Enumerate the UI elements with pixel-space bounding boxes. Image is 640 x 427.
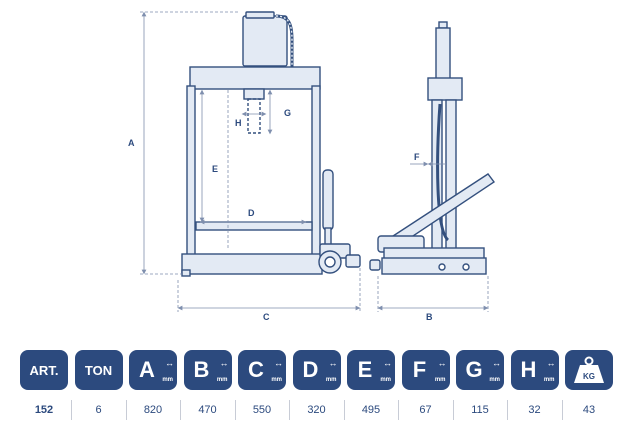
spec-separator bbox=[180, 400, 181, 420]
spec-header-letter: F bbox=[412, 357, 427, 382]
spec-separator bbox=[507, 400, 508, 420]
dim-label-e: E bbox=[212, 164, 218, 174]
spec-header-h: H ↔ mm bbox=[510, 350, 559, 390]
dim-label-h: H bbox=[235, 118, 242, 128]
spec-header-e: E ↔ mm bbox=[347, 350, 395, 390]
spec-unit: mm bbox=[216, 377, 228, 383]
spec-header-c: C ↔ mm bbox=[238, 350, 286, 390]
dim-label-b: B bbox=[426, 312, 433, 322]
spec-header-ton: TON bbox=[74, 350, 123, 390]
spec-unit: mm bbox=[434, 377, 446, 383]
dimension-arrows-icon: ↔ bbox=[437, 358, 447, 368]
spec-header-f: F ↔ mm bbox=[401, 350, 450, 390]
spec-header-letter: B bbox=[193, 357, 210, 382]
spec-unit: mm bbox=[543, 377, 555, 383]
side-dimension-lines bbox=[377, 161, 489, 312]
spec-header-text: TON bbox=[84, 362, 113, 378]
spec-value-c: 550 bbox=[252, 404, 272, 416]
spec-header-a: A ↔ mm bbox=[129, 350, 177, 390]
spec-header-letter: A bbox=[139, 357, 155, 382]
spec-value-e: 495 bbox=[361, 404, 381, 416]
spec-unit: mm bbox=[162, 377, 173, 383]
dimension-arrows-icon: ↔ bbox=[492, 358, 501, 368]
spec-unit: mm bbox=[325, 377, 337, 383]
spec-separator bbox=[343, 400, 345, 420]
spec-header-g: G ↔ mm bbox=[456, 350, 504, 390]
front-dimension-lines bbox=[140, 11, 361, 312]
spec-unit: mm bbox=[271, 377, 282, 383]
spec-separator bbox=[289, 400, 290, 420]
spec-header-letter: E bbox=[357, 357, 373, 382]
dim-label-c: C bbox=[263, 312, 270, 322]
spec-separator bbox=[561, 400, 563, 420]
dim-label-f: F bbox=[414, 152, 420, 162]
spec-value-d: 320 bbox=[307, 404, 326, 416]
spec-header-letter: D bbox=[302, 357, 319, 382]
spec-value-g: 115 bbox=[471, 404, 489, 416]
spec-separator bbox=[452, 400, 454, 420]
spec-unit: mm bbox=[489, 377, 500, 383]
spec-header-letter: G bbox=[465, 357, 483, 382]
spec-header-letter: C bbox=[248, 357, 264, 382]
spec-separator bbox=[125, 400, 127, 420]
spec-bar: ART. 152 TON 6 A ↔ mm 820 B ↔ mm 470 C ↔ mm 550 D ↔ mm 320 E… bbox=[0, 340, 640, 427]
dimension-arrows-icon: ↔ bbox=[274, 358, 283, 368]
dimension-arrows-icon: ↔ bbox=[328, 358, 338, 368]
spec-header-d: D ↔ mm bbox=[292, 350, 341, 390]
spec-header-art: ART. bbox=[20, 350, 68, 390]
spec-value-art: 152 bbox=[34, 404, 54, 416]
spec-header-kg: KG bbox=[565, 350, 613, 390]
press-technical-drawing: A C D E G H B F bbox=[128, 11, 496, 322]
dimension-arrows-icon: ↔ bbox=[165, 358, 174, 368]
spec-value-f: 67 bbox=[419, 404, 432, 416]
front-view bbox=[181, 11, 361, 277]
spec-value-ton: 6 bbox=[95, 404, 102, 416]
spec-separator bbox=[398, 400, 399, 420]
dimension-arrows-icon: ↔ bbox=[383, 358, 392, 368]
spec-value-h: 32 bbox=[528, 404, 541, 416]
dimension-arrows-icon: ↔ bbox=[219, 358, 229, 368]
spec-header-text: KG bbox=[583, 372, 595, 381]
spec-value-kg: 43 bbox=[582, 404, 596, 416]
dim-label-d: D bbox=[248, 208, 255, 218]
spec-header-text: ART. bbox=[29, 362, 59, 378]
spec-header-b: B ↔ mm bbox=[183, 350, 232, 390]
dim-label-a: A bbox=[128, 138, 135, 148]
weight-icon: KG bbox=[574, 356, 604, 383]
spec-value-b: 470 bbox=[198, 404, 217, 416]
spec-separator bbox=[234, 400, 236, 420]
side-view bbox=[369, 21, 496, 275]
spec-unit: mm bbox=[380, 377, 391, 383]
spec-header-letter: H bbox=[520, 357, 537, 382]
spec-separator bbox=[71, 400, 72, 420]
spec-value-a: 820 bbox=[143, 404, 163, 416]
dimension-arrows-icon: ↔ bbox=[546, 358, 556, 368]
dim-label-g: G bbox=[284, 108, 291, 118]
